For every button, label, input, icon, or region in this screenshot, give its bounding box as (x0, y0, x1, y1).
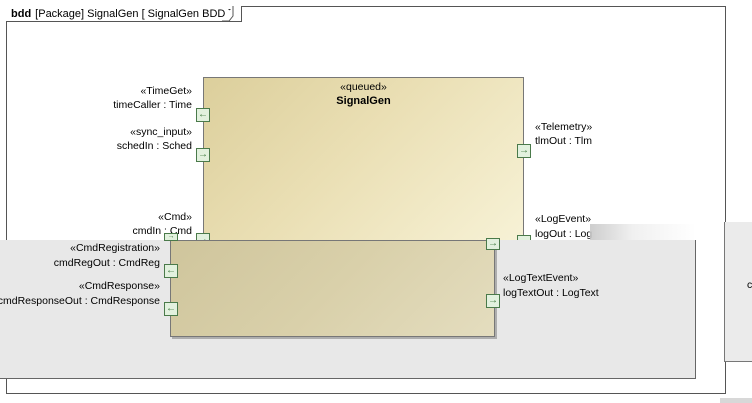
diagram-title: [Package] SignalGen [ SignalGen BDD ] (35, 8, 232, 20)
port-label-cmdregout: cmdRegOut : CmdReg (53, 257, 160, 269)
port-stereotype-timeget: «TimeGet» (140, 85, 192, 97)
arrow-right-icon: → (167, 233, 175, 240)
port-stereotype-logtextevent: «LogTextEvent» (503, 272, 579, 284)
port-cmdregout[interactable]: ← (164, 264, 178, 278)
arrow-right-icon: → (198, 235, 208, 245)
port-logtextout[interactable]: → (486, 294, 500, 308)
port-stereotype-cmd: «Cmd» (158, 211, 192, 223)
port-stereotype-logevent: «LogEvent» (535, 213, 592, 225)
port-stereotype-telemetry: «Telemetry» (535, 121, 593, 133)
port-label-tlmout: tlmOut : Tlm (535, 135, 592, 147)
blurred-region (590, 224, 696, 240)
port-stereotype-cmdresponse: «CmdResponse» (78, 280, 160, 292)
port-stereotype-cmdregistration: «CmdRegistration» (70, 242, 160, 254)
block-name: SignalGen (336, 95, 391, 107)
arrow-left-icon: ← (166, 303, 176, 314)
port-label-logtextout: logTextOut : LogText (503, 287, 599, 299)
arrow-left-icon: ← (198, 109, 208, 120)
port-cmdin-partial[interactable]: → (164, 233, 178, 241)
port-cmdresponseout[interactable]: ← (164, 302, 178, 316)
block-stereotype: «queued» (340, 81, 387, 93)
arrow-left-icon: ← (166, 265, 176, 276)
signalgen-block-overlay[interactable] (170, 240, 495, 337)
port-label-logout: logOut : Log (535, 228, 593, 240)
frame-header: bdd[Package] SignalGen [ SignalGen BDD ] (6, 6, 243, 22)
signalgen-block[interactable]: «queued» SignalGen (203, 77, 524, 243)
arrow-right-icon: → (488, 238, 498, 249)
port-schedin[interactable]: → (196, 148, 210, 162)
arrow-right-icon: → (488, 295, 498, 306)
arrow-right-icon: → (519, 145, 529, 156)
frame-tab-corner (222, 6, 234, 22)
port-label-cmdresponseout: cmdResponseOut : CmdResponse (0, 295, 160, 307)
side-panel: c (724, 222, 752, 362)
port-logout-partial[interactable]: → (486, 238, 500, 250)
side-panel-text: c (747, 279, 752, 291)
port-tlmout[interactable]: → (517, 144, 531, 158)
arrow-right-icon: → (198, 149, 208, 160)
port-stereotype-sync-input: «sync_input» (130, 126, 192, 138)
port-timecaller[interactable]: ← (196, 108, 210, 122)
port-label-schedin: schedIn : Sched (116, 140, 192, 152)
port-label-timecaller: timeCaller : Time (113, 99, 192, 111)
bottom-strip (720, 398, 752, 403)
diagram-kind: bdd (11, 8, 32, 20)
